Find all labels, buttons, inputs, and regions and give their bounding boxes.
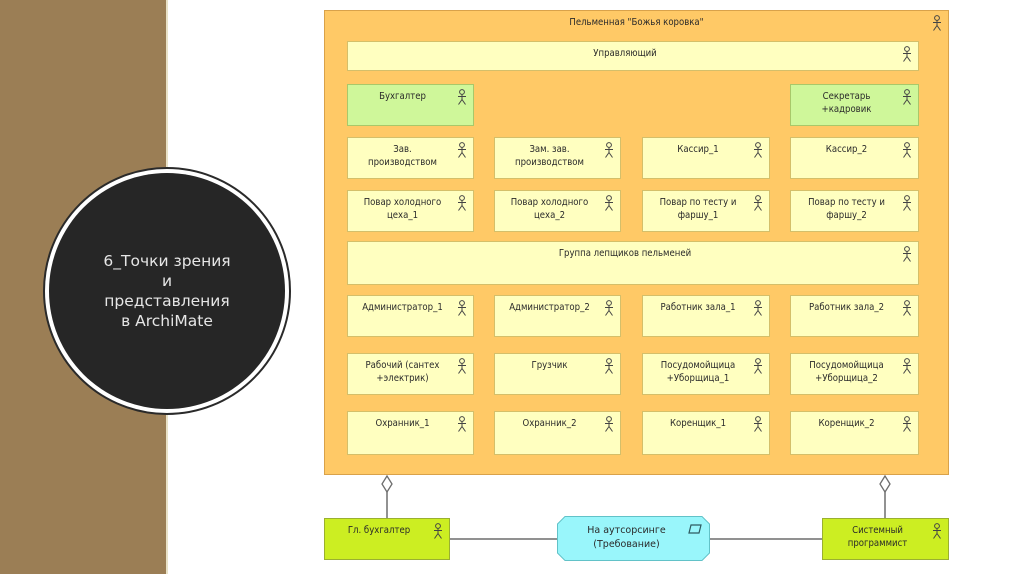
actor-icon (902, 300, 912, 316)
actor-icon (902, 246, 912, 262)
actor-icon (753, 416, 763, 432)
actor-icon (457, 416, 467, 432)
role-box-label: Работник зала_1 (660, 302, 736, 313)
actor-icon (902, 46, 912, 62)
actor-icon (604, 195, 614, 211)
role-box[interactable]: Администратор_2 (494, 295, 621, 337)
requirement-shape (557, 516, 710, 561)
role-box[interactable]: Администратор_1 (347, 295, 474, 337)
actor-icon (604, 300, 614, 316)
role-box-label: Повар холодного цеха_2 (510, 197, 589, 221)
role-box-label: Повар холодного цеха_1 (363, 197, 442, 221)
actor-icon (902, 89, 912, 105)
role-box-label: Работник зала_2 (808, 302, 885, 313)
role-box-label: Повар по тесту и фаршу_1 (659, 197, 737, 221)
actor-icon (902, 358, 912, 374)
role-box[interactable]: Кассир_2 (790, 137, 919, 179)
role-box[interactable]: Повар холодного цеха_1 (347, 190, 474, 232)
role-box-label: Зав. производством (368, 144, 437, 168)
requirement-outsourcing[interactable]: На аутсорсинге (Требование) (557, 516, 710, 561)
actor-icon (753, 195, 763, 211)
actor-icon (433, 523, 443, 539)
actor-icon (932, 523, 942, 539)
role-box[interactable]: Грузчик (494, 353, 621, 395)
role-box-label: Грузчик (531, 360, 568, 371)
role-secretary[interactable]: Секретарь +кадровик (790, 84, 919, 126)
role-box[interactable]: Зав. производством (347, 137, 474, 179)
role-box-label: Посудомойщица +Уборщица_1 (660, 360, 736, 384)
role-box[interactable]: Кассир_1 (642, 137, 770, 179)
actor-icon (604, 416, 614, 432)
role-group-label: Группа лепщиков пельменей (558, 248, 692, 259)
actor-icon (604, 142, 614, 158)
role-secretary-label: Секретарь +кадровик (821, 91, 872, 115)
actor-sysadmin[interactable]: Системный программист (822, 518, 949, 560)
aggregation-diamond-right (879, 474, 891, 494)
role-box[interactable]: Рабочий (сантех +электрик) (347, 353, 474, 395)
slide-title: 6_Точки зрения и представления в ArchiMa… (103, 252, 231, 330)
role-box-label: Администратор_1 (362, 302, 443, 313)
aggregation-right (879, 474, 891, 518)
actor-chief-accountant-label: Гл. бухгалтер (347, 525, 411, 536)
actor-icon (902, 195, 912, 211)
actor-icon (753, 300, 763, 316)
role-box-label: Кассир_2 (825, 144, 868, 155)
role-box[interactable]: Посудомойщица +Уборщица_2 (790, 353, 919, 395)
role-manager[interactable]: Управляющий (347, 41, 919, 71)
actor-sysadmin-label: Системный программист (847, 525, 908, 549)
actor-icon (902, 142, 912, 158)
role-box[interactable]: Работник зала_2 (790, 295, 919, 337)
role-box[interactable]: Повар холодного цеха_2 (494, 190, 621, 232)
role-accountant-label: Бухгалтер (379, 91, 426, 102)
role-box-label: Кассир_1 (677, 144, 719, 155)
actor-icon (457, 89, 467, 105)
role-box[interactable]: Охранник_2 (494, 411, 621, 455)
role-box-label: Коренщик_1 (669, 418, 727, 429)
actor-icon (604, 358, 614, 374)
actor-icon (457, 195, 467, 211)
actor-icon (457, 142, 467, 158)
role-box-label: Рабочий (сантех +электрик) (365, 360, 440, 384)
requirement-label: На аутсорсинге (Требование) (587, 525, 666, 550)
organization-container-label: Пельменная "Божья коровка" (569, 17, 704, 28)
aggregation-left (381, 474, 393, 518)
role-box-label: Коренщик_2 (818, 418, 875, 429)
aggregation-diamond-left (381, 474, 393, 494)
role-box[interactable]: Повар по тесту и фаршу_2 (790, 190, 919, 232)
role-box-label: Администратор_2 (509, 302, 590, 313)
role-group[interactable]: Группа лепщиков пельменей (347, 241, 919, 285)
role-box[interactable]: Коренщик_2 (790, 411, 919, 455)
actor-icon (902, 416, 912, 432)
role-box[interactable]: Охранник_1 (347, 411, 474, 455)
role-box-label: Охранник_2 (522, 418, 577, 429)
role-box[interactable]: Зам. зав. производством (494, 137, 621, 179)
actor-icon (753, 358, 763, 374)
actor-chief-accountant[interactable]: Гл. бухгалтер (324, 518, 450, 560)
actor-icon (457, 358, 467, 374)
role-box-label: Повар по тесту и фаршу_2 (808, 197, 885, 221)
role-box[interactable]: Повар по тесту и фаршу_1 (642, 190, 770, 232)
requirement-icon (688, 524, 702, 534)
role-box[interactable]: Посудомойщица +Уборщица_1 (642, 353, 770, 395)
role-box[interactable]: Коренщик_1 (642, 411, 770, 455)
actor-icon (932, 15, 942, 31)
role-accountant[interactable]: Бухгалтер (347, 84, 474, 126)
role-box-label: Охранник_1 (375, 418, 430, 429)
role-box[interactable]: Работник зала_1 (642, 295, 770, 337)
role-manager-label: Управляющий (593, 48, 657, 59)
actor-icon (457, 300, 467, 316)
role-box-label: Зам. зав. производством (515, 144, 584, 168)
title-circle: 6_Точки зрения и представления в ArchiMa… (49, 173, 285, 409)
role-box-label: Посудомойщица +Уборщица_2 (809, 360, 884, 384)
actor-icon (753, 142, 763, 158)
